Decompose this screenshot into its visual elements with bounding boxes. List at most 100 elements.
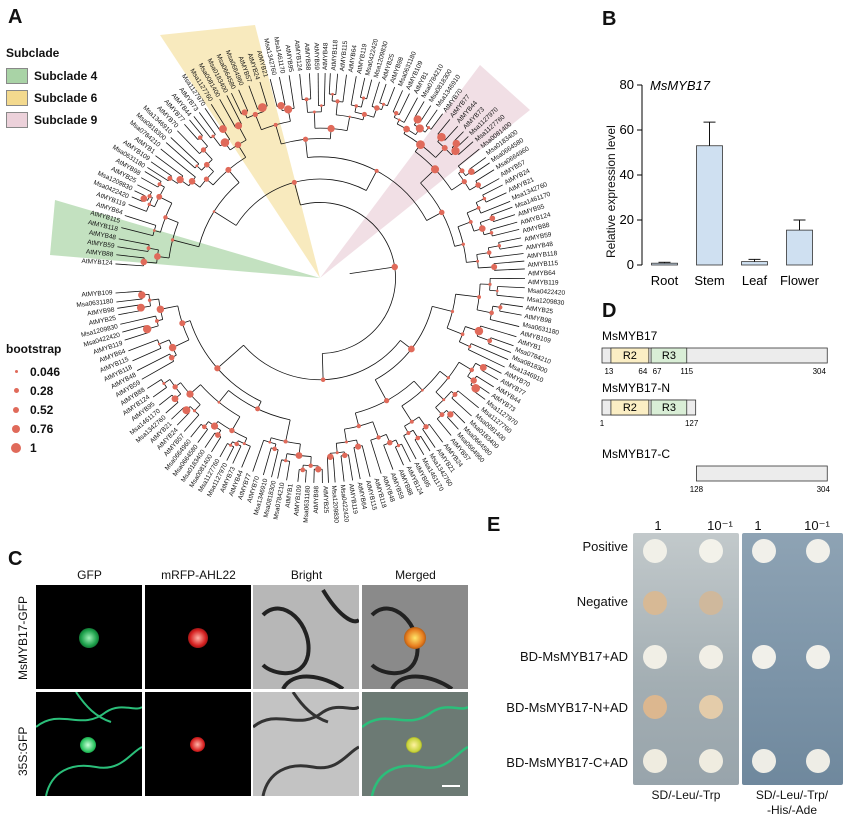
- bootstrap-node: [211, 134, 215, 138]
- panel-e-letter: E: [487, 514, 501, 536]
- colony: [752, 539, 776, 563]
- bootstrap-node: [157, 182, 162, 187]
- bootstrap-node: [331, 92, 334, 96]
- bootstrap-node: [361, 96, 366, 100]
- bootstrap-node: [354, 443, 362, 450]
- micro-mrfp-row2: [145, 692, 251, 796]
- bootstrap-node: [291, 179, 297, 185]
- bootstrap-node: [320, 104, 323, 107]
- bootstrap-node: [486, 250, 492, 255]
- bootstrap-node: [447, 411, 454, 418]
- bootstrap-node: [403, 125, 410, 133]
- bootstrap-node: [396, 443, 401, 448]
- bootstrap-node: [354, 104, 358, 108]
- leaf-label: Msa1209830: [330, 485, 339, 523]
- bootstrap-node: [315, 466, 322, 473]
- micro-bright-row2: [253, 692, 359, 796]
- bootstrap-value: 0.28: [30, 383, 54, 398]
- bootstrap-node: [302, 136, 309, 142]
- construct-bar: [696, 465, 828, 482]
- x-tick-label: Flower: [780, 273, 820, 288]
- bootstrap-node: [391, 263, 398, 271]
- leaf-label: AtMYB88: [303, 43, 312, 71]
- bootstrap-node: [468, 168, 475, 175]
- colony: [699, 695, 723, 719]
- bootstrap-node: [182, 406, 191, 415]
- leaf-label: Msa1209830: [527, 296, 565, 307]
- bootstrap-node: [469, 367, 475, 373]
- bootstrap-node: [147, 194, 152, 199]
- bootstrap-node: [487, 338, 493, 344]
- bootstrap-node: [195, 164, 199, 168]
- bootstrap-node: [488, 282, 492, 286]
- bootstrap-node: [461, 242, 465, 247]
- bootstrap-node: [342, 452, 348, 459]
- bootstrap-node: [234, 141, 242, 149]
- colony: [643, 645, 667, 669]
- bootstrap-node: [304, 97, 309, 102]
- construct-name: MsMYB17: [602, 329, 658, 343]
- column-label-mrfp: mRFP-AHL22: [161, 568, 236, 582]
- bootstrap-node: [471, 383, 480, 393]
- row-label-positive: Positive: [582, 539, 628, 554]
- bootstrap-node: [157, 342, 161, 346]
- micro-bright-row1: [253, 585, 359, 689]
- bootstrap-node: [171, 395, 179, 403]
- bootstrap-node: [154, 253, 161, 260]
- legend-label: Subclade 4: [34, 69, 98, 83]
- phylogenetic-tree: AtMYB124AtMYB88AtMYB59AtMYB48AtMYB118AtM…: [50, 25, 566, 524]
- leaf-label: Msa0631180: [76, 298, 114, 309]
- colony: [806, 645, 830, 669]
- bootstrap-item: 1: [6, 438, 86, 457]
- x-tick-label: Leaf: [742, 273, 768, 288]
- bootstrap-node: [382, 102, 386, 106]
- dilution-label: 10⁻¹: [804, 518, 830, 533]
- bootstrap-node: [168, 354, 175, 361]
- bootstrap-node: [439, 209, 445, 216]
- leaf-label: AtMYB1: [284, 483, 294, 508]
- bootstrap-item: 0.76: [6, 419, 86, 438]
- bootstrap-node: [460, 332, 465, 337]
- bootstrap-node: [384, 398, 390, 404]
- bootstrap-node: [252, 111, 259, 118]
- bootstrap-node: [176, 176, 184, 184]
- position-label: 128: [690, 485, 704, 494]
- micro-mrfp-row1: [145, 585, 251, 689]
- bootstrap-node: [451, 146, 460, 156]
- bootstrap-node: [229, 443, 233, 447]
- micro-gfp-row2: [36, 692, 142, 796]
- bootstrap-node: [498, 305, 503, 310]
- bootstrap-node: [479, 364, 487, 371]
- bootstrap-node: [437, 132, 446, 142]
- bootstrap-node: [283, 439, 288, 444]
- bootstrap-node: [477, 295, 482, 299]
- leaf-label: AtMYB48: [525, 241, 554, 252]
- bootstrap-node: [491, 263, 498, 270]
- leaf-label: AtMYB109: [81, 289, 113, 298]
- bootstrap-node: [489, 215, 496, 222]
- dilution-label: 10⁻¹: [707, 518, 733, 533]
- bootstrap-node: [450, 309, 455, 314]
- row-label-bd-msmyb17-n: BD-MsMYB17-N+AD: [506, 700, 628, 715]
- bootstrap-value: 0.52: [30, 402, 54, 417]
- dilution-label: 1: [654, 518, 662, 533]
- position-label: 304: [817, 485, 831, 494]
- leaf-label: AtMYB115: [339, 40, 349, 72]
- bootstrap-node: [152, 229, 156, 232]
- panel-d-letter: D: [602, 300, 617, 322]
- y-tick-label: 80: [620, 77, 634, 92]
- colony: [806, 749, 830, 773]
- bootstrap-node: [416, 140, 425, 149]
- bootstrap-node: [186, 390, 194, 398]
- bootstrap-node: [212, 210, 216, 213]
- bootstrap-node: [308, 463, 313, 468]
- subclade-9-wedge: [320, 65, 530, 278]
- plate-sd-leu-trp: [633, 533, 739, 785]
- leaf-label: AtMYB25: [525, 305, 554, 316]
- legend-item-subclade-6: Subclade 6: [6, 90, 116, 106]
- bootstrap-node: [179, 320, 186, 327]
- bootstrap-node: [397, 118, 401, 122]
- bootstrap-node: [394, 111, 399, 116]
- bootstrap-node: [142, 324, 152, 334]
